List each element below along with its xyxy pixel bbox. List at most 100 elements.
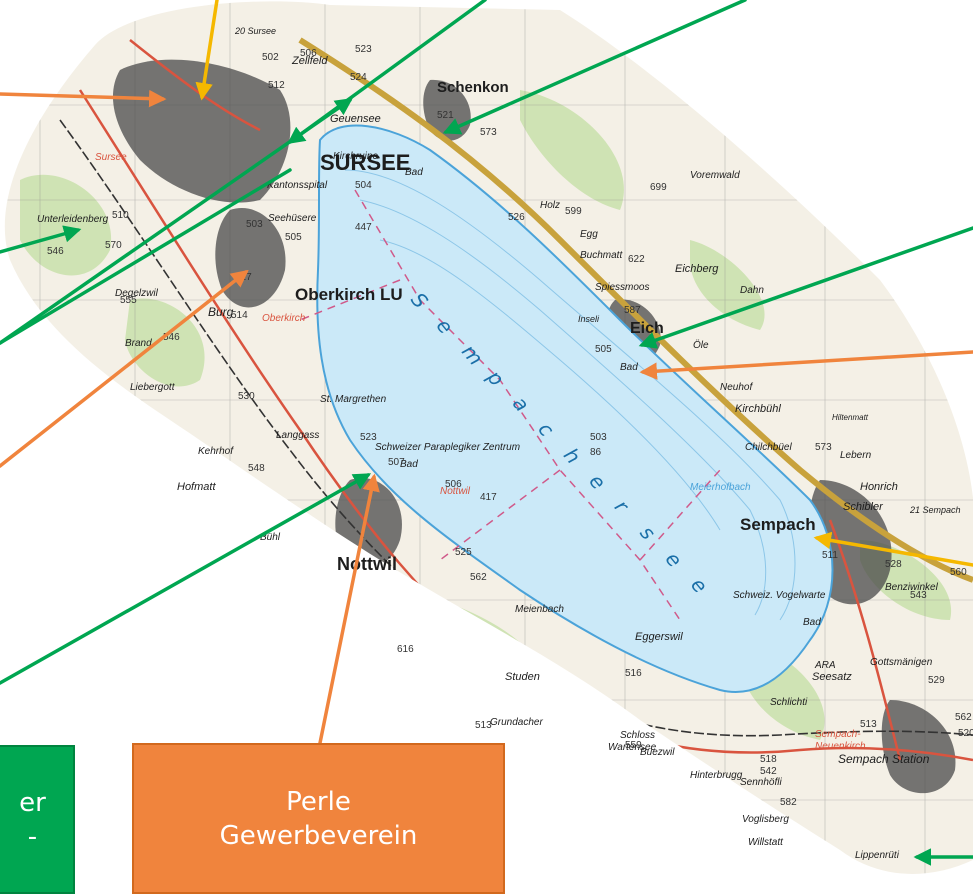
label-hinterbrugg: Hinterbrugg xyxy=(690,770,743,781)
label-ara: ARA xyxy=(814,660,836,671)
label-sempach-station: Sempach Station xyxy=(838,752,930,766)
elevation-label: 507 xyxy=(388,457,405,468)
elevation-label: 503 xyxy=(590,432,607,443)
label-bad-eich: Bad xyxy=(620,362,638,373)
elevation-label: 699 xyxy=(650,182,667,193)
elevation-label: 520 xyxy=(958,728,973,739)
label-eich: Eich xyxy=(630,320,664,337)
elevation-label: 530 xyxy=(238,391,255,402)
elevation-label: 510 xyxy=(112,210,129,221)
label-neuhof: Neuhof xyxy=(720,382,753,393)
label-paraplegiker: Schweizer Paraplegiker Zentrum xyxy=(375,442,520,453)
elevation-label: 506 xyxy=(300,48,317,59)
elevation-label: 523 xyxy=(360,432,377,443)
elevation-label: 417 xyxy=(480,492,497,503)
label-langgass: Langgass xyxy=(276,430,319,441)
label-wartensee: Wartensee xyxy=(608,742,657,753)
label-zellfeld: Zellfeld xyxy=(291,55,328,67)
arrow-orange-paraplegiker xyxy=(318,473,380,745)
settlement-sempach-station xyxy=(881,700,956,794)
label-dahn: Dahn xyxy=(740,285,764,296)
label-vogelwarte: Schweiz. Vogelwarte xyxy=(733,590,826,601)
elevation-label: 521 xyxy=(437,110,454,121)
elevation-label: 516 xyxy=(625,668,642,679)
label-sennhoefli: Sennhöfli xyxy=(740,777,782,788)
elevation-label: 526 xyxy=(508,212,525,223)
label-eggerswil: Eggerswil xyxy=(635,631,683,643)
elevation-label: 506 xyxy=(445,479,462,490)
elevation-label: 513 xyxy=(475,720,492,731)
label-studen: Studen xyxy=(505,671,540,683)
label-geuensee: Geuensee xyxy=(330,113,381,125)
callout-orange: Perle Gewerbeverein xyxy=(132,743,505,894)
elevation-label: 555 xyxy=(120,295,137,306)
callout-green-line-1: er xyxy=(19,787,46,818)
callout-orange-line-2: Gewerbeverein xyxy=(219,820,418,851)
label-sempach-neuenkirch: Sempach- xyxy=(815,729,861,740)
elevation-label: 505 xyxy=(595,344,612,355)
arrow-orange-oberkirch xyxy=(0,269,249,468)
label-holz: Holz xyxy=(540,200,560,211)
arrow-green-sursee-c xyxy=(0,168,292,345)
label-lippenrueti: Lippenrüti xyxy=(855,850,900,861)
label-meienbach: Meienbach xyxy=(515,604,564,615)
label-bad-sursee: Bad xyxy=(405,167,423,178)
label-buezwil: Büezwil xyxy=(640,747,675,758)
callout-orange-line-1: Perle xyxy=(286,786,351,817)
label-meierhofbach: Meierhofbach xyxy=(690,482,751,493)
label-oberkirch-red: Oberkirch xyxy=(262,313,306,324)
label-spiessmoos: Spiessmoos xyxy=(595,282,649,293)
elevation-label: 560 xyxy=(950,567,967,578)
lake-sempachersee xyxy=(316,124,834,693)
label-egg: Egg xyxy=(580,229,598,240)
forest-patch xyxy=(560,780,664,860)
elevation-label: 573 xyxy=(815,442,832,453)
label-buchmatt: Buchmatt xyxy=(580,250,623,261)
elevation-label: 548 xyxy=(248,463,265,474)
elevation-label: 503 xyxy=(246,219,263,230)
elevation-label: 587 xyxy=(624,305,641,316)
label-voremwald: Voremwald xyxy=(690,170,740,181)
label-oele: Öle xyxy=(693,339,709,351)
label-chilchbuel: Chilchbüel xyxy=(745,442,792,453)
label-honrich: Honrich xyxy=(860,481,898,493)
label-gottsmaenigen: Gottsmänigen xyxy=(870,657,933,668)
label-sursee: SURSEE xyxy=(320,150,410,175)
forest-patch xyxy=(520,90,624,210)
label-bad-nottwil: Bad xyxy=(400,459,418,470)
elevation-label: 529 xyxy=(928,675,945,686)
elevation-label: 505 xyxy=(285,232,302,243)
elevation-label: 622 xyxy=(628,254,645,265)
label-inseli: Inseli xyxy=(578,314,600,324)
elevation-label: 562 xyxy=(470,572,487,583)
label-seehusere: Seehüsere xyxy=(268,213,317,224)
label-kehrhof: Kehrhof xyxy=(198,446,234,457)
label-unterleidenberg: Unterleidenberg xyxy=(37,214,109,225)
label-nottwil: Nottwil xyxy=(337,554,397,574)
elevation-label: 599 xyxy=(565,206,582,217)
elevation-label: 543 xyxy=(910,590,927,601)
label-bad-sempach: Bad xyxy=(803,617,821,628)
label-schloss: Schloss xyxy=(620,730,655,741)
elevation-label: 528 xyxy=(885,559,902,570)
elevation-label: 524 xyxy=(350,72,367,83)
elevation-label: 512 xyxy=(268,80,285,91)
label-brand: Brand xyxy=(125,338,152,349)
elevation-label: 511 xyxy=(822,550,838,561)
arrow-green-unterleidenberg xyxy=(0,225,82,254)
elevation-label: 546 xyxy=(163,332,180,343)
callout-green: er - xyxy=(0,745,75,894)
label-voglisberg: Voglisberg xyxy=(742,814,789,825)
label-sempach: Sempach xyxy=(740,515,816,534)
label-benziwinkel: Benziwinkel xyxy=(885,582,939,593)
municipal-boundaries xyxy=(299,189,721,621)
label-willstatt: Willstatt xyxy=(748,837,784,848)
elevation-label: 559 xyxy=(625,740,642,751)
arrow-yellow-sursee xyxy=(195,0,219,101)
label-oberkirch: Oberkirch LU xyxy=(295,285,403,304)
elevation-label: 518 xyxy=(760,754,777,765)
label-exit-20: 20 Sursee xyxy=(234,26,276,36)
